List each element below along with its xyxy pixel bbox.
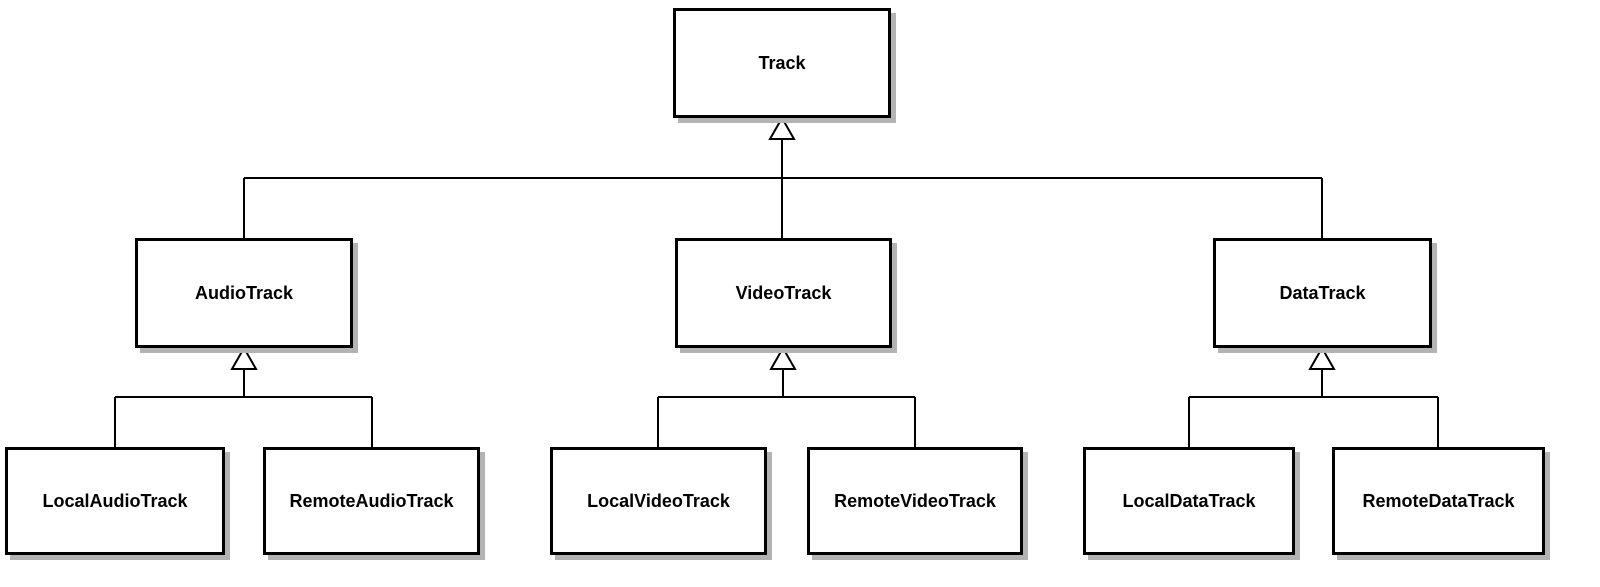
inheritance-arrow-video-icon xyxy=(769,345,797,370)
class-label-data-track: DataTrack xyxy=(1279,282,1366,303)
class-label-remote-data-track: RemoteDataTrack xyxy=(1362,490,1515,511)
class-label-remote-video-track: RemoteVideoTrack xyxy=(834,490,996,511)
inheritance-connector-data-group xyxy=(1188,369,1439,447)
inheritance-arrow-track-icon xyxy=(768,115,796,140)
class-label-remote-audio-track: RemoteAudioTrack xyxy=(289,490,454,511)
inheritance-arrow-audio-icon xyxy=(230,345,258,370)
class-box-audio-track: AudioTrack xyxy=(135,238,353,348)
class-box-data-track: DataTrack xyxy=(1213,238,1432,348)
class-label-track: Track xyxy=(758,52,806,73)
class-box-local-video-track: LocalVideoTrack xyxy=(550,447,767,555)
class-box-video-track: VideoTrack xyxy=(675,238,892,348)
inheritance-arrow-data-icon xyxy=(1308,345,1336,370)
class-box-remote-data-track: RemoteDataTrack xyxy=(1332,447,1545,555)
class-label-audio-track: AudioTrack xyxy=(194,282,294,303)
class-box-local-audio-track: LocalAudioTrack xyxy=(5,447,225,555)
class-label-local-data-track: LocalDataTrack xyxy=(1122,490,1256,511)
class-box-remote-audio-track: RemoteAudioTrack xyxy=(263,447,480,555)
inheritance-connector-audio-group xyxy=(114,369,373,447)
class-label-video-track: VideoTrack xyxy=(735,282,832,303)
class-box-local-data-track: LocalDataTrack xyxy=(1083,447,1295,555)
class-box-remote-video-track: RemoteVideoTrack xyxy=(807,447,1023,555)
class-box-track: Track xyxy=(673,8,891,118)
class-label-local-video-track: LocalVideoTrack xyxy=(587,490,730,511)
inheritance-connector-track-group xyxy=(243,139,1323,238)
inheritance-connector-video-group xyxy=(657,369,916,447)
class-label-local-audio-track: LocalAudioTrack xyxy=(42,490,188,511)
